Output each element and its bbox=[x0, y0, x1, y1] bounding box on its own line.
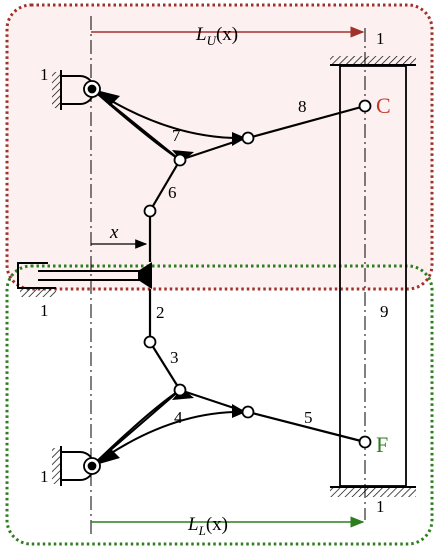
upper-dimension-label: LU(x) bbox=[195, 24, 238, 48]
link-8 bbox=[247, 104, 366, 140]
link-9-label: 9 bbox=[380, 302, 389, 321]
link-3 bbox=[149, 341, 181, 391]
link-4-joint-fill-right bbox=[232, 404, 246, 418]
link-8-label: 8 bbox=[298, 97, 307, 116]
ground-top-right bbox=[330, 56, 416, 66]
link-1-top-right-label: 1 bbox=[376, 29, 385, 48]
joint-3-4 bbox=[173, 383, 187, 397]
joint-bottom-pivot-inner bbox=[87, 461, 97, 471]
link-6-label: 6 bbox=[168, 183, 177, 202]
link-5 bbox=[247, 410, 366, 444]
ground-bottom-right bbox=[330, 486, 416, 497]
link-1-bottom-left-label: 1 bbox=[40, 467, 49, 486]
link-7-label: 7 bbox=[172, 126, 181, 145]
point-F-label: F bbox=[376, 432, 388, 457]
link-1-top-left-label: 1 bbox=[40, 65, 49, 84]
link-2-label: 2 bbox=[156, 303, 165, 322]
x-dimension-label: x bbox=[109, 222, 119, 243]
link-3-label: 3 bbox=[170, 348, 179, 367]
joint-7-6 bbox=[173, 153, 187, 167]
joints bbox=[83, 80, 372, 475]
joint-7-8 bbox=[241, 131, 255, 145]
joint-6 bbox=[143, 204, 157, 218]
lower-dimension-label: LL(x) bbox=[187, 514, 228, 538]
slider-guide bbox=[17, 262, 56, 297]
slider-rod bbox=[38, 262, 152, 289]
point-C-label: C bbox=[376, 93, 391, 118]
joint-F bbox=[358, 435, 372, 449]
link-7-joint-fill-right bbox=[232, 132, 246, 146]
joint-4-5 bbox=[241, 405, 255, 419]
link-1-mid-left-label: 1 bbox=[40, 301, 49, 320]
link-5-label: 5 bbox=[304, 408, 313, 427]
joint-C bbox=[358, 99, 372, 113]
joint-top-pivot-inner bbox=[87, 84, 97, 94]
joint-2-3 bbox=[143, 335, 157, 349]
link-1-bottom-right-label: 1 bbox=[376, 497, 385, 516]
lower-region-box bbox=[5, 264, 434, 546]
link-4-label: 4 bbox=[174, 408, 183, 427]
